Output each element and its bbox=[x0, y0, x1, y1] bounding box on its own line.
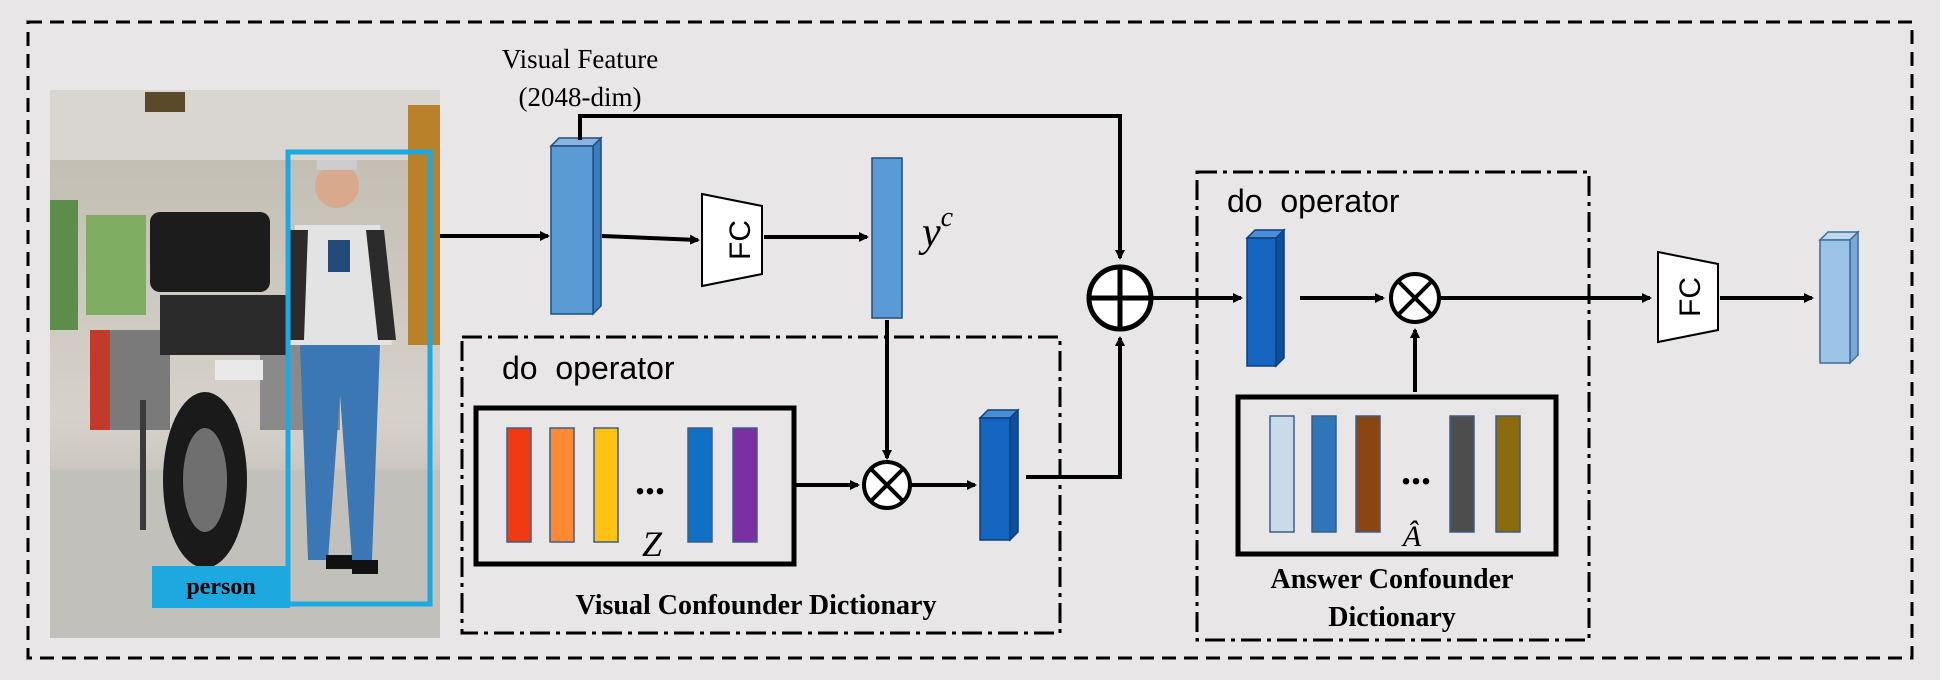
input-image: person bbox=[50, 90, 440, 638]
skip-connection-arrow bbox=[578, 114, 1125, 260]
answer-confounder-bar-5 bbox=[1495, 415, 1521, 533]
fc-layer-1: FC bbox=[701, 192, 763, 288]
left-do-operator-title: do operator bbox=[502, 350, 675, 386]
fc-layer-1-label: FC bbox=[724, 220, 757, 260]
left-dictionary-label: Visual Confounder Dictionary bbox=[576, 590, 937, 621]
yc-vector bbox=[871, 157, 903, 319]
left-multiply-operator bbox=[862, 460, 912, 510]
sum-operator bbox=[1086, 264, 1154, 332]
person-bounding-box bbox=[285, 149, 433, 607]
answer-confounder-bar-1 bbox=[1269, 415, 1295, 533]
person-label-bg bbox=[152, 566, 290, 608]
right-dictionary-label-line1: Answer Confounder bbox=[1271, 564, 1514, 595]
left-do-operator-box bbox=[460, 335, 1062, 635]
answer-confounder-bar-2 bbox=[1311, 415, 1337, 533]
output-vector bbox=[1818, 230, 1860, 365]
visual-confounder-bar-4 bbox=[687, 427, 713, 543]
left-deconfounded-vector bbox=[978, 408, 1020, 542]
fc-layer-2-label: FC bbox=[1674, 277, 1707, 317]
yc-label: yc bbox=[918, 202, 954, 256]
visual-confounder-bar-3 bbox=[593, 427, 619, 543]
right-dict-ellipsis: ... bbox=[1401, 448, 1431, 493]
outer-frame bbox=[26, 20, 1914, 660]
answer-confounder-bar-3 bbox=[1355, 415, 1381, 533]
left-dict-ellipsis: ... bbox=[635, 458, 665, 503]
visual-feature-label-line1: Visual Feature bbox=[502, 44, 659, 74]
right-dictionary-label-line2: Dictionary bbox=[1328, 602, 1456, 633]
fc-layer-2: FC bbox=[1657, 250, 1719, 344]
visual-feature-vector bbox=[549, 136, 603, 316]
arrow-deconfounded-to-sum bbox=[1026, 336, 1125, 479]
answer-confounder-bar-4 bbox=[1449, 415, 1475, 533]
person-figure bbox=[286, 160, 396, 574]
visual-confounder-bar-5 bbox=[732, 427, 758, 543]
visual-feature-label-line2: (2048-dim) bbox=[519, 82, 642, 112]
visual-confounder-bars bbox=[506, 427, 758, 543]
left-dict-symbol: Z bbox=[642, 524, 663, 564]
right-do-operator-title: do operator bbox=[1227, 183, 1400, 219]
arrow-feature-to-fc bbox=[601, 234, 700, 245]
person-label: person bbox=[186, 574, 255, 600]
visual-confounder-bar-1 bbox=[506, 427, 532, 543]
right-do-operator-box bbox=[1195, 170, 1591, 642]
answer-confounder-dictionary bbox=[1235, 394, 1559, 557]
visual-confounder-dictionary bbox=[473, 405, 797, 567]
right-dict-symbol: Â bbox=[1401, 520, 1422, 553]
visual-confounder-bar-2 bbox=[549, 427, 575, 543]
fused-feature-vector bbox=[1245, 228, 1286, 368]
right-multiply-operator bbox=[1389, 272, 1441, 324]
answer-confounder-bars bbox=[1269, 415, 1521, 533]
